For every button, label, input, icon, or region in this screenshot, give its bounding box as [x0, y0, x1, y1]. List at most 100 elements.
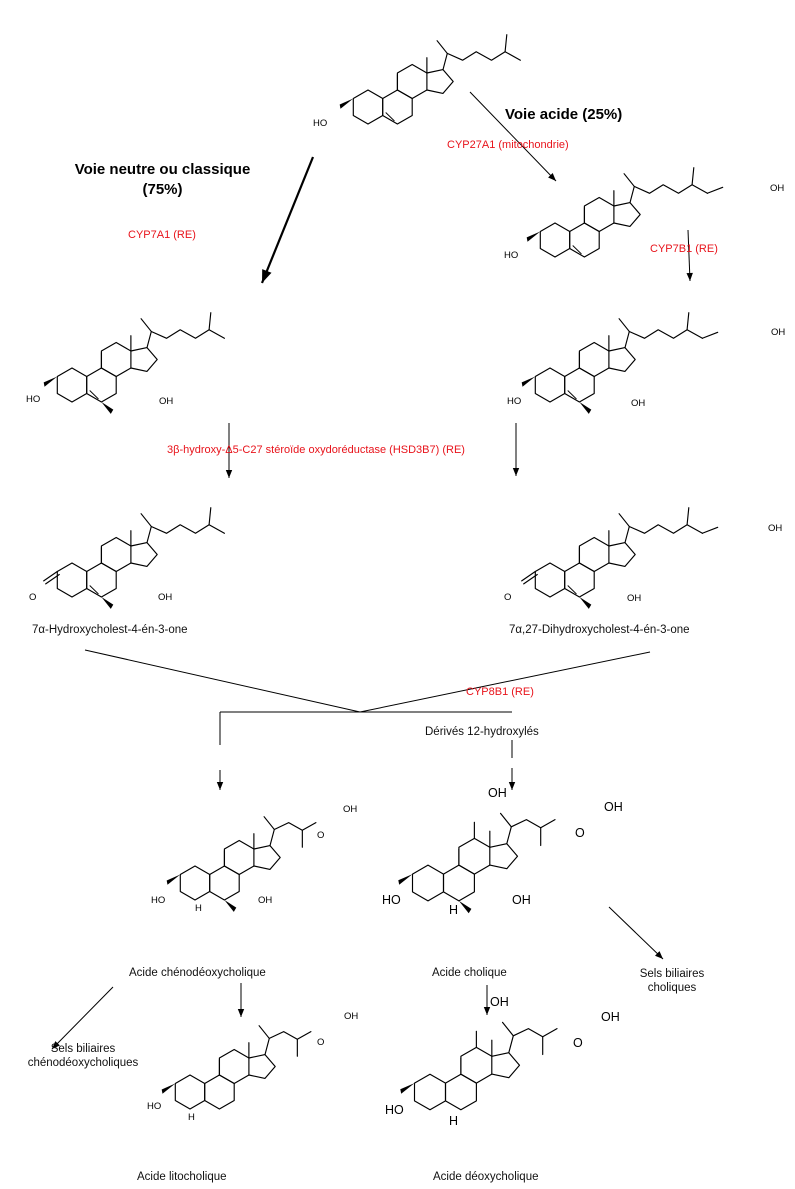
methyl-bond: [436, 40, 448, 55]
double-bond: [567, 390, 577, 400]
arrow-head: [237, 1009, 245, 1017]
side-chain: [442, 51, 521, 71]
enzyme-cyp7b1: CYP7B1 (RE): [650, 243, 718, 255]
atom-h: H: [449, 1114, 459, 1128]
atom-ho: HO: [151, 895, 166, 906]
arrow-head: [262, 269, 272, 283]
steroid-ring: [411, 864, 445, 902]
wedge-bond: [43, 376, 58, 387]
steroid-ring: [444, 1073, 477, 1111]
reaction-arrow: [51, 986, 114, 1050]
steroid-skeleton: [179, 839, 281, 901]
side-chain: [506, 819, 556, 845]
steroid-ring: [204, 1074, 235, 1110]
atom-oh: OH: [771, 327, 786, 338]
methyl-bond: [691, 167, 695, 186]
steroid-ring-d: [613, 202, 641, 227]
steroid-ring: [578, 341, 610, 378]
steroid-ring: [382, 89, 413, 125]
atom-oh: OH: [768, 523, 783, 534]
steroid-ring: [56, 367, 88, 403]
atom-ho: HO: [147, 1101, 162, 1112]
methyl-bond: [686, 507, 690, 526]
steroid-ring: [539, 222, 571, 258]
side-chain: [269, 822, 317, 847]
arrow-head: [655, 951, 663, 959]
double-bond: [89, 390, 99, 400]
steroid-ring: [564, 367, 595, 403]
double-bond: [572, 245, 582, 255]
atom-o: O: [573, 1036, 583, 1050]
methyl-bond: [686, 312, 690, 331]
wedge-bond: [101, 402, 114, 414]
wedge-bond: [101, 597, 114, 609]
enzyme-cyp27a1: CYP27A1 (mitochondrie): [447, 139, 569, 151]
steroid-ring: [56, 562, 88, 598]
atom-oh: OH: [488, 786, 507, 800]
side-chain: [264, 1031, 312, 1056]
arrow-head: [216, 782, 224, 790]
reaction-arrow: [469, 91, 557, 182]
convergence-line: [359, 651, 651, 713]
steroid-ring: [209, 865, 240, 901]
methyl-bond: [140, 318, 152, 333]
methyl-bond: [501, 1021, 514, 1037]
atom-oh: OH: [490, 995, 509, 1009]
ketone-bond: [43, 570, 58, 582]
convergence-line: [84, 649, 361, 713]
ketone-bond: [45, 573, 60, 585]
wedge-bond: [224, 900, 237, 912]
methyl-bond: [208, 507, 212, 526]
steroid-ring: [179, 865, 211, 901]
label-7a-hydroxycholestenone: 7α-Hydroxycholest-4-én-3-one: [32, 624, 188, 636]
side-chain: [146, 524, 225, 544]
neutral-pathway-title: Voie neutre ou classique (75%): [74, 161, 251, 198]
methyl-bond: [618, 318, 630, 333]
steroid-ring: [569, 222, 600, 258]
atom-oh: OH: [158, 592, 173, 603]
reaction-arrow: [687, 229, 691, 282]
steroid-ring: [396, 63, 428, 100]
atom-oh: OH: [258, 895, 273, 906]
arrow-head: [548, 173, 556, 181]
atom-oh: OH: [343, 804, 358, 815]
steroid-skeleton: [352, 63, 454, 125]
steroid-ring: [174, 1074, 206, 1110]
methyl-bond: [140, 513, 152, 528]
atom-oh: OH: [627, 593, 642, 604]
arrow-head: [483, 1007, 491, 1015]
steroid-skeleton: [174, 1048, 276, 1110]
double-bond: [385, 112, 395, 122]
steroid-ring: [86, 367, 117, 403]
atom-o: O: [29, 592, 37, 603]
double-bond: [89, 585, 99, 595]
label-7a27-dihydroxycholestenone: 7α,27-Dihydroxycholest-4-én-3-one: [509, 624, 690, 636]
atom-oh: OH: [512, 893, 531, 907]
label-derives-12-hydroxyles: Dérivés 12-hydroxylés: [425, 726, 539, 738]
atom-oh: OH: [604, 800, 623, 814]
methyl-bond: [263, 816, 275, 831]
steroid-ring: [86, 562, 117, 598]
atom-oh: OH: [601, 1010, 620, 1024]
steroid-skeleton: [534, 341, 636, 403]
steroid-skeleton: [411, 837, 519, 902]
side-chain: [624, 329, 703, 349]
wedge-bond: [526, 231, 541, 242]
arrow-head: [512, 468, 520, 476]
wedge-bond: [398, 874, 413, 885]
atom-o: O: [504, 592, 512, 603]
atom-ho: HO: [313, 118, 328, 129]
methyl-bond: [208, 312, 212, 331]
steroid-ring: [534, 562, 566, 598]
wedge-bond: [400, 1083, 415, 1094]
methyl-bond: [618, 513, 630, 528]
label-sels-biliaires-chenodeoxycholiques: Sels biliaires chénodéoxycholiques: [27, 1043, 139, 1069]
reaction-arrow: [608, 906, 664, 960]
atom-h: H: [449, 903, 459, 917]
side-chain: [146, 329, 225, 349]
side-chain: [624, 524, 703, 544]
wedge-bond: [521, 376, 536, 387]
atom-o: O: [317, 830, 325, 841]
